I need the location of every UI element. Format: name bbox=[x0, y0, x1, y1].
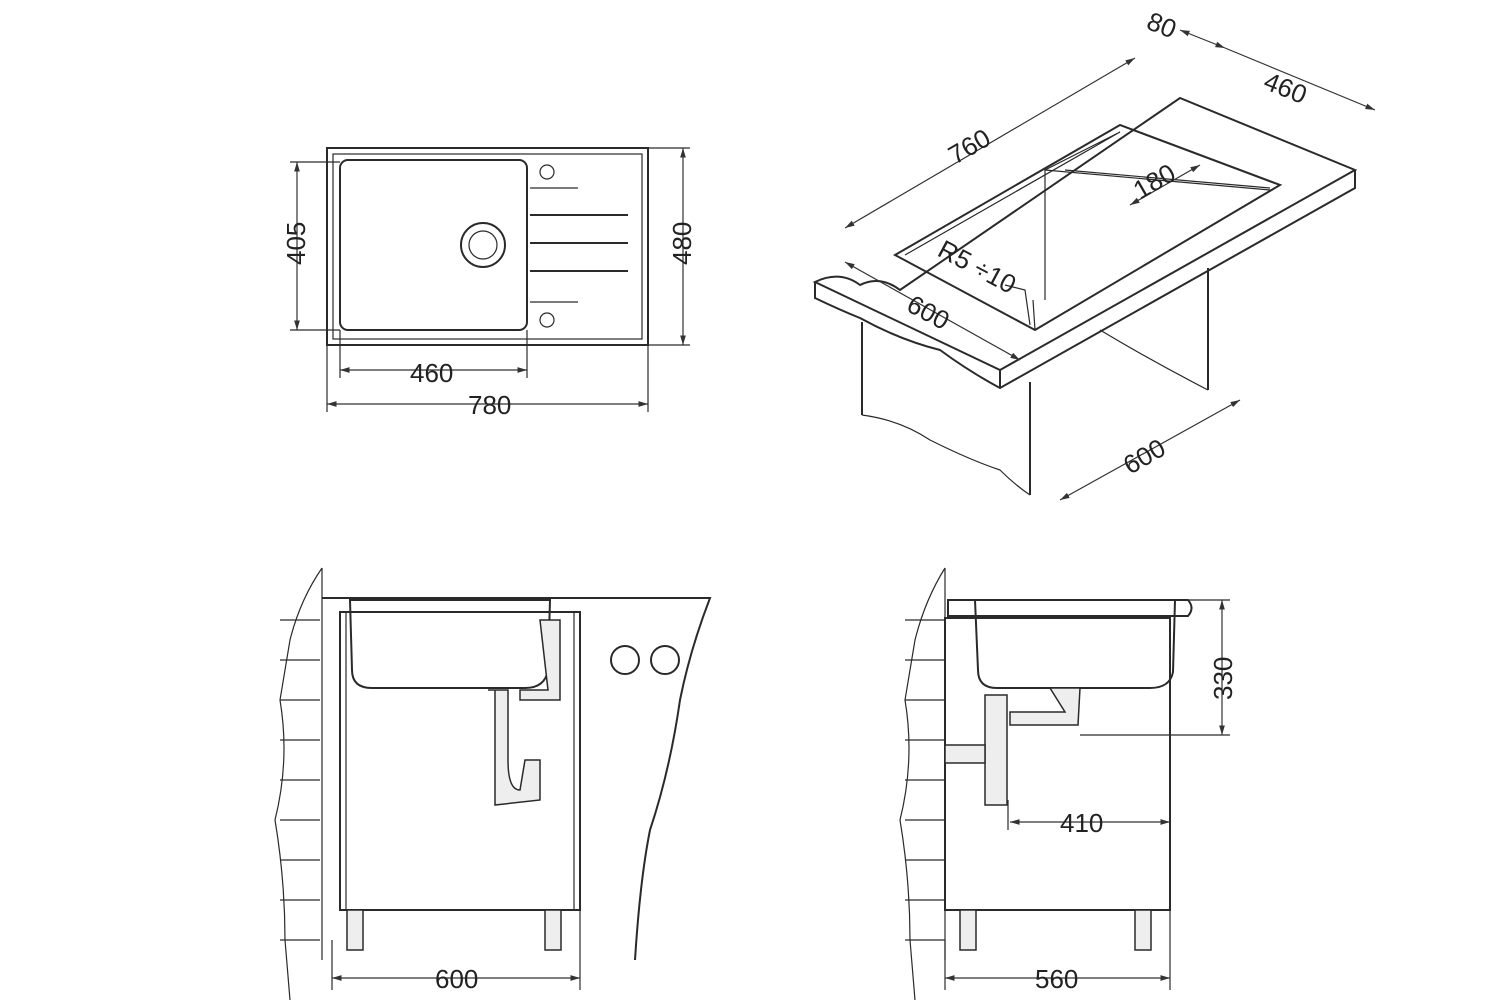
wall bbox=[899, 567, 946, 1000]
drain-icon bbox=[460, 222, 506, 268]
isometric-view: 760 80 460 180 R5 ÷10 600 600 bbox=[812, 6, 1376, 501]
dim-radius: R5 ÷10 bbox=[933, 234, 1021, 300]
outlet-icon bbox=[610, 645, 640, 675]
plan-view: 405 480 460 780 bbox=[281, 147, 697, 420]
outlet-icon bbox=[650, 645, 680, 675]
overflow-icon bbox=[539, 312, 555, 328]
dim-780: 780 bbox=[468, 390, 511, 420]
dim-480: 480 bbox=[667, 222, 697, 265]
side-view: 330 410 560 bbox=[899, 567, 1238, 1000]
dim-80: 80 bbox=[1143, 6, 1181, 45]
dim-760: 760 bbox=[943, 123, 996, 171]
dim-600-front: 600 bbox=[435, 964, 478, 994]
dim-460-iso: 460 bbox=[1260, 66, 1311, 110]
dim-600-width: 600 bbox=[902, 289, 954, 336]
overflow-pipe bbox=[519, 619, 561, 701]
siphon bbox=[984, 694, 1008, 806]
drainer-ribs bbox=[530, 187, 628, 303]
dim-560: 560 bbox=[1035, 964, 1078, 994]
dim-405: 405 bbox=[281, 222, 311, 265]
tap-hole-icon bbox=[539, 164, 555, 180]
siphon-trap bbox=[488, 689, 541, 806]
dim-180: 180 bbox=[1128, 158, 1181, 206]
dim-460: 460 bbox=[410, 358, 453, 388]
wall bbox=[274, 567, 323, 1000]
front-view: 600 bbox=[274, 567, 712, 1000]
dim-600-depth: 600 bbox=[1118, 433, 1171, 481]
drain-pipe bbox=[1009, 687, 1081, 726]
dim-330: 330 bbox=[1208, 657, 1238, 700]
dim-410: 410 bbox=[1060, 808, 1103, 838]
